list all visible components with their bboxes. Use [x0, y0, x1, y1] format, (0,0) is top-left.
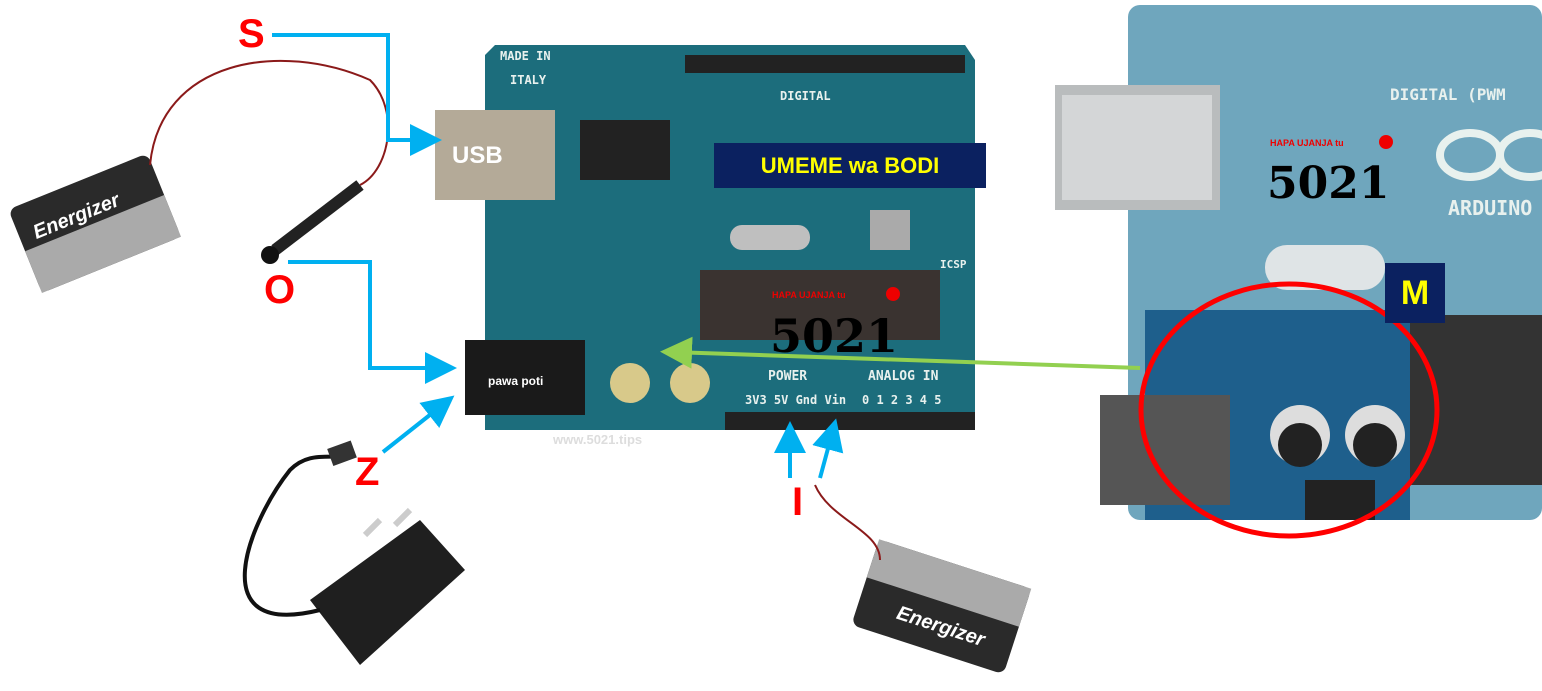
right-digital-silkscreen: DIGITAL (PWM [1390, 85, 1506, 104]
zoomed-board-image: DIGITAL (PWM ARDUINO [1055, 5, 1542, 520]
logo-5021-board: HAPA UJANJA tu 5021 [770, 287, 900, 363]
svg-text:5021: 5021 [1267, 158, 1389, 209]
power-jack [465, 340, 585, 415]
logo-5021-right: HAPA UJANJA tu 5021 [1267, 135, 1393, 209]
analog-pins-silkscreen: 0 1 2 3 4 5 [862, 393, 941, 407]
battery-wire-left [149, 59, 390, 186]
wall-adapter [242, 440, 465, 665]
board-power-box: UMEME wa BODI [714, 143, 986, 188]
label-z: Z [355, 450, 380, 494]
icsp-silkscreen: ICSP [940, 258, 967, 271]
label-m: M [1385, 263, 1445, 323]
analog-silkscreen: ANALOG IN [868, 369, 939, 384]
label-s: S [238, 12, 265, 56]
svg-text:HAPA UJANJA tu: HAPA UJANJA tu [1270, 138, 1344, 148]
power-jack-label: pawa poti [488, 374, 543, 388]
svg-text:HAPA UJANJA tu: HAPA UJANJA tu [772, 290, 846, 300]
battery-9v-left: Energizer [10, 155, 182, 293]
power-pins-silkscreen: 3V3 5V Gnd Vin [745, 393, 846, 407]
barrel-plug [271, 180, 364, 255]
power-silkscreen: POWER [768, 369, 807, 384]
made-in-silkscreen: MADE IN [500, 49, 551, 63]
usb-port [435, 110, 555, 200]
right-brand-silkscreen: ARDUINO [1448, 196, 1532, 220]
country-silkscreen: ITALY [510, 73, 547, 87]
label-i: I [792, 480, 804, 524]
connection-arrows [272, 33, 844, 479]
arduino-board: MADE IN ITALY DIGITAL ICSP POWER 3V3 5V … [485, 45, 975, 430]
highlight-circle [1138, 281, 1440, 539]
battery-9v-bottom: Energizer [853, 539, 1032, 673]
usb-label: USB [452, 142, 503, 169]
label-o: O [264, 268, 296, 312]
svg-text:5021: 5021 [770, 309, 898, 363]
digital-silkscreen: DIGITAL [780, 89, 831, 103]
battery-wire-bottom [814, 484, 881, 561]
zoom-link-arrow [660, 336, 1141, 370]
watermark: www.5021.tips [552, 432, 642, 447]
